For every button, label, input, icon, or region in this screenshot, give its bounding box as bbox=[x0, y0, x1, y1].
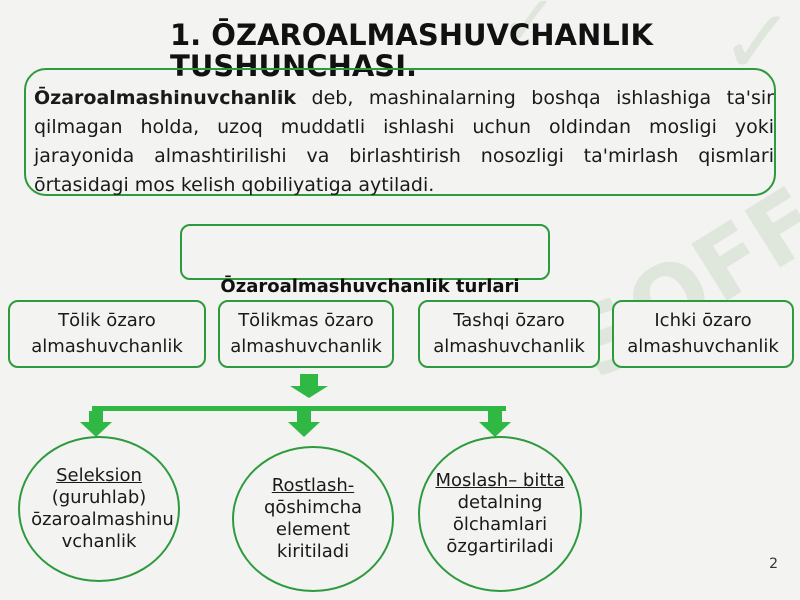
arrow-down-icon bbox=[479, 411, 511, 437]
method-heading: Rostlash- bbox=[271, 475, 355, 496]
subtitle-box bbox=[180, 224, 550, 280]
page-number: 2 bbox=[769, 556, 778, 572]
method-heading: Moslash– bitta bbox=[435, 470, 565, 491]
definition-text: Ōzaroalmashinuvchanlik deb, mashinalarni… bbox=[34, 84, 774, 200]
method-body: (guruhlab) ōzaroalmashinu vchanlik bbox=[31, 487, 174, 552]
arrow-down-icon bbox=[80, 411, 112, 437]
method-body: detalning ōlchamlari ōzgartiriladi bbox=[446, 492, 554, 557]
type-box-full: Tōlik ōzaro almashuvchanlik bbox=[8, 300, 206, 368]
method-ellipse-fitting: Moslash– bitta detalning ōlchamlari ōzga… bbox=[418, 436, 582, 592]
method-heading: Seleksion bbox=[56, 465, 142, 486]
method-ellipse-adjustment: Rostlash- qōshimcha element kiritiladi bbox=[232, 446, 394, 592]
method-body: qōshimcha element kiritiladi bbox=[263, 497, 363, 562]
type-label: Tashqi ōzaro almashuvchanlik bbox=[433, 310, 585, 357]
type-label: Tōlik ōzaro almashuvchanlik bbox=[31, 310, 183, 357]
definition-body: deb, mashinalarning boshqa ishlashiga ta… bbox=[34, 87, 774, 196]
types-subtitle: Ōzaroalmashuvchanlik turlari bbox=[220, 276, 520, 297]
definition-box bbox=[24, 68, 776, 196]
type-label: Tōlikmas ōzaro almashuvchanlik bbox=[230, 310, 382, 357]
method-ellipse-selection: Seleksion (guruhlab) ōzaroalmashinu vcha… bbox=[18, 436, 180, 582]
arrow-down-icon bbox=[290, 374, 328, 398]
type-box-internal: Ichki ōzaro almashuvchanlik bbox=[612, 300, 794, 368]
arrow-down-icon bbox=[288, 411, 320, 437]
definition-term: Ōzaroalmashinuvchanlik bbox=[34, 87, 296, 109]
type-label: Ichki ōzaro almashuvchanlik bbox=[627, 310, 779, 357]
connector-bar bbox=[92, 406, 506, 411]
type-box-partial: Tōlikmas ōzaro almashuvchanlik bbox=[218, 300, 394, 368]
type-box-external: Tashqi ōzaro almashuvchanlik bbox=[418, 300, 600, 368]
slide-title: 1. ŌZAROALMASHUVCHANLIK TUSHUNCHASI. bbox=[170, 18, 654, 83]
